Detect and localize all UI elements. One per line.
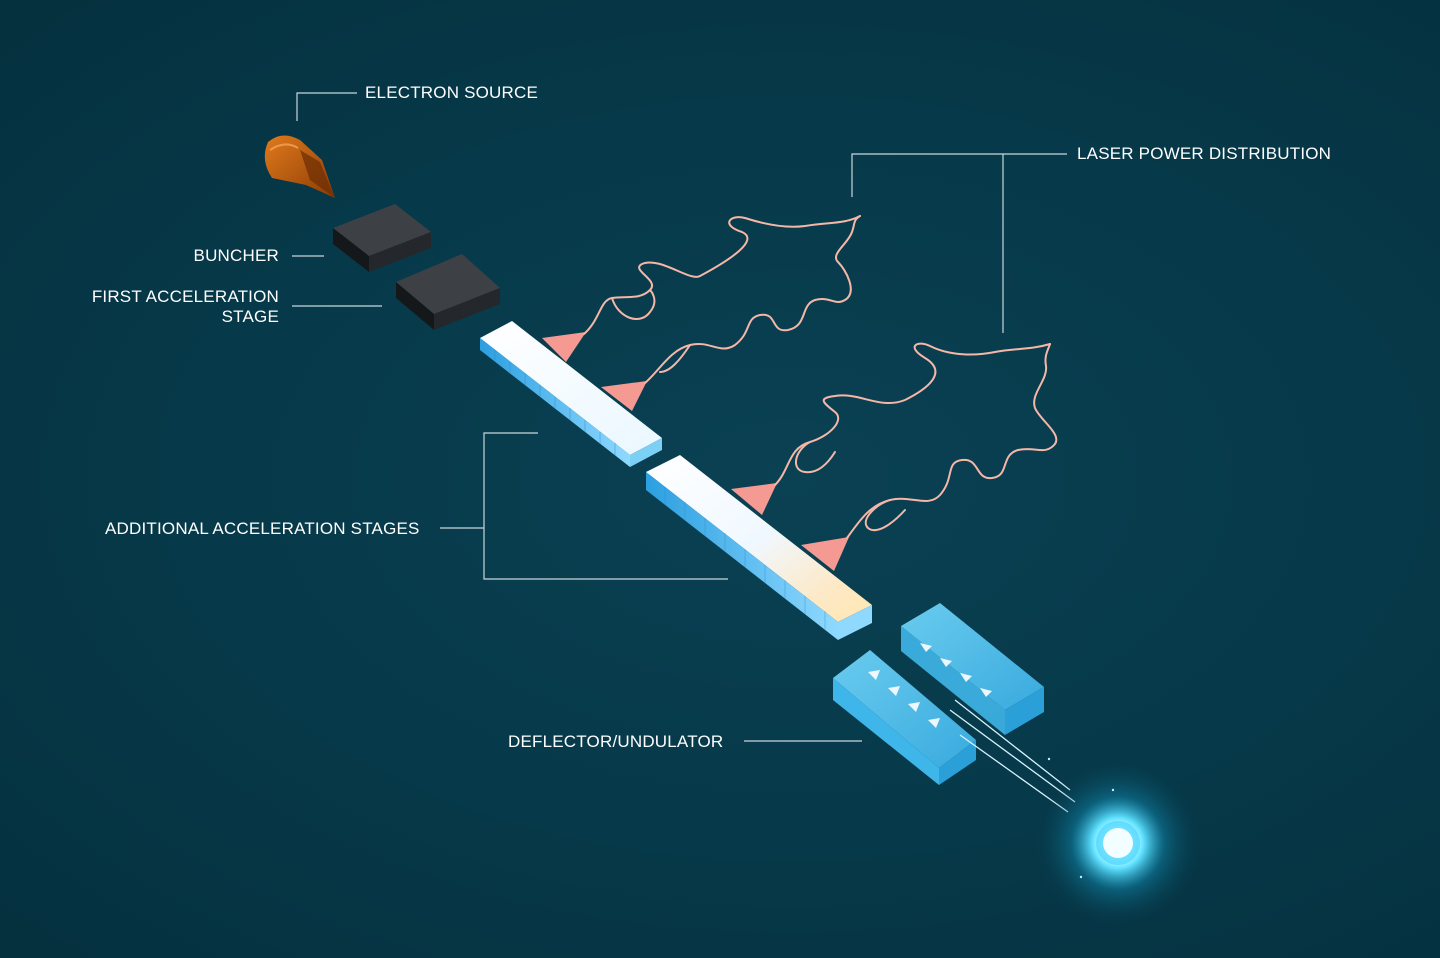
- electron-source-label: ELECTRON SOURCE: [365, 83, 539, 102]
- laser-fiber-3-loop: [795, 441, 836, 474]
- laser-fiber-1: [583, 215, 861, 335]
- electron-source-icon: [264, 135, 335, 198]
- laser-leader-top: [851, 153, 1067, 197]
- laser-fiber-4-loop: [864, 499, 906, 531]
- accelerator-segment-2: [646, 455, 872, 640]
- first-acceleration-label-line1: FIRST ACCELERATION: [91, 287, 279, 306]
- accelerator-segment-1: [480, 321, 662, 467]
- laser-cone-1: [542, 332, 586, 362]
- electron-source-leader: [296, 92, 357, 121]
- laser-couplers: [542, 332, 849, 571]
- output-glow: [1033, 757, 1203, 928]
- buncher-label: BUNCHER: [193, 246, 279, 265]
- additional-stages-bracket: [483, 432, 728, 580]
- deflector-undulator: [833, 603, 1076, 813]
- laser-cone-3: [731, 483, 777, 515]
- additional-acceleration-stages-label: ADDITIONAL ACCELERATION STAGES: [105, 519, 420, 538]
- first-acceleration-block: [396, 254, 500, 330]
- laser-fiber-3: [774, 342, 1051, 486]
- laser-fibers: [583, 215, 1058, 539]
- deflector-undulator-label: DEFLECTOR/UNDULATOR: [508, 732, 724, 751]
- laser-fiber-2: [644, 215, 861, 384]
- laser-cone-2: [601, 381, 647, 411]
- laser-power-distribution-label: LASER POWER DISTRIBUTION: [1077, 144, 1332, 163]
- laser-fiber-4: [846, 343, 1058, 539]
- first-acceleration-label-line2: STAGE: [221, 307, 279, 326]
- leader-lines: [292, 92, 1067, 742]
- buncher-block: [333, 204, 431, 272]
- laser-cone-4: [801, 537, 849, 571]
- laser-fiber-2-tail: [659, 344, 691, 373]
- laser-fiber-1-loop: [611, 289, 656, 320]
